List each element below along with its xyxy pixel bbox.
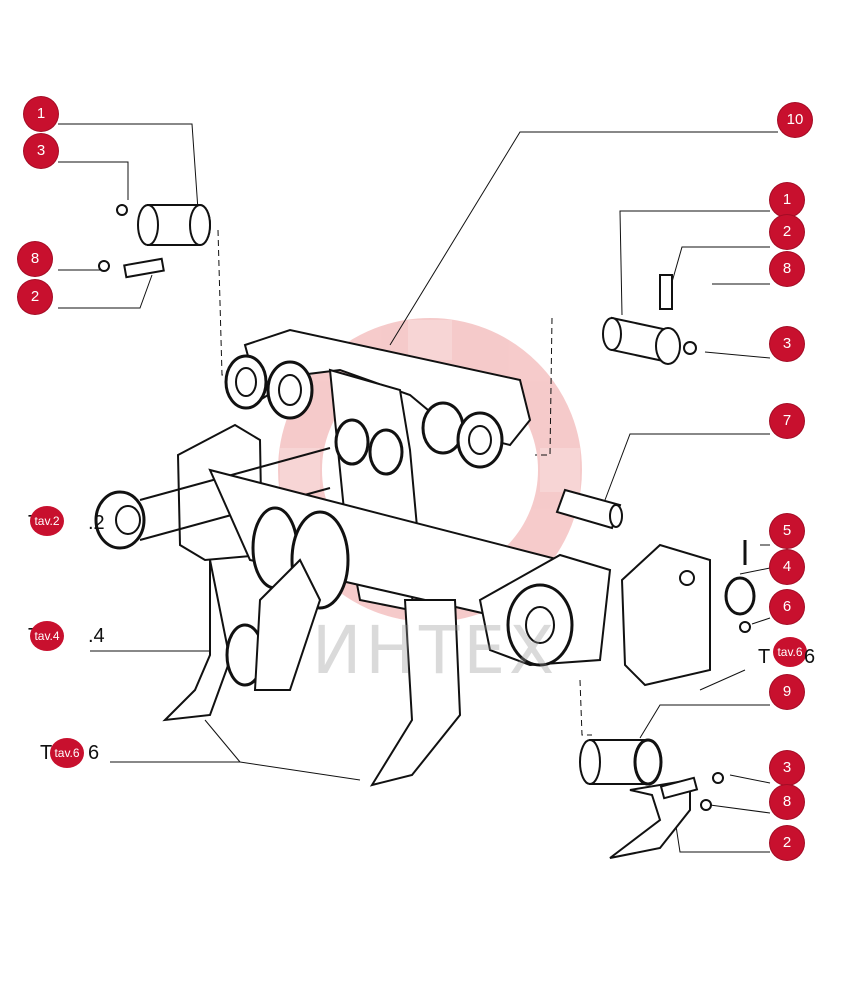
callout-2-lower[interactable]: 2	[770, 826, 804, 860]
ref-suffix-tav6-right: 6	[804, 646, 816, 668]
ref-t-tav6-right: T	[758, 646, 771, 668]
tav-6-badge-left[interactable]: tav.6	[50, 738, 84, 768]
callout-4[interactable]: 4	[770, 550, 804, 584]
callout-3-left[interactable]: 3	[24, 134, 58, 168]
ref-suffix-tav4: .4	[88, 625, 105, 647]
callout-1-left[interactable]: 1	[24, 97, 58, 131]
callout-8-left[interactable]: 8	[18, 242, 52, 276]
ref-suffix-tav6-left: 6	[88, 742, 100, 764]
tav-6-badge-right[interactable]: tav.6	[773, 637, 807, 667]
tav-2-badge[interactable]: tav.2	[30, 506, 64, 536]
callout-2-left[interactable]: 2	[18, 280, 52, 314]
tav-4-badge[interactable]: tav.4	[30, 621, 64, 651]
callout-2-right[interactable]: 2	[770, 215, 804, 249]
callout-1-right[interactable]: 1	[770, 183, 804, 217]
ref-suffix-tav2: .2	[88, 512, 105, 534]
callout-10[interactable]: 10	[778, 103, 812, 137]
callout-7[interactable]: 7	[770, 404, 804, 438]
callout-8-lower[interactable]: 8	[770, 785, 804, 819]
ref-t-tav6-left: T	[40, 742, 53, 764]
callout-9[interactable]: 9	[770, 675, 804, 709]
watermark-text: ИНТЕХ	[312, 612, 559, 689]
callout-3-lower[interactable]: 3	[770, 751, 804, 785]
callout-3-right[interactable]: 3	[770, 327, 804, 361]
callout-6[interactable]: 6	[770, 590, 804, 624]
callout-8-right[interactable]: 8	[770, 252, 804, 286]
callout-5[interactable]: 5	[770, 514, 804, 548]
